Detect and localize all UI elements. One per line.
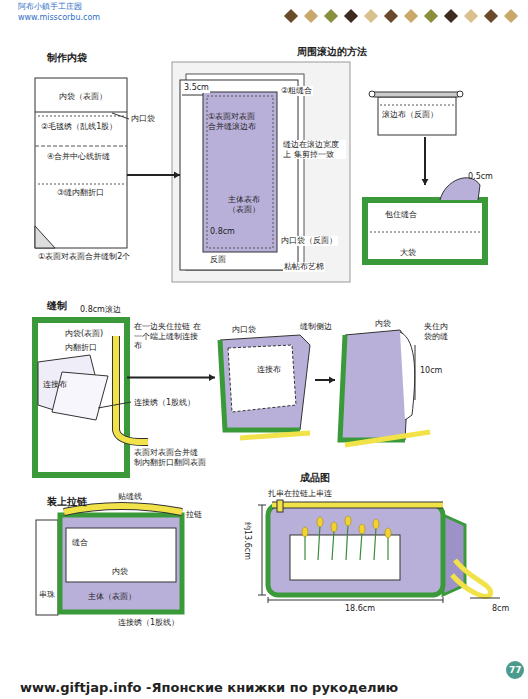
- arrow-head: [209, 374, 215, 381]
- label: 拉链: [186, 510, 202, 520]
- label: 连接绣（1股线）: [118, 618, 179, 628]
- label: 夹住内袋的缝: [424, 322, 450, 341]
- label: 周围滚边的方法: [297, 46, 367, 58]
- label: 约13.6cm: [242, 522, 252, 560]
- label: 8cm: [492, 604, 509, 614]
- part-label: ③缝内翻折口: [57, 188, 104, 198]
- part-label: ①表面对表面合并缝滚边布: [208, 112, 258, 131]
- label: 主体（表面）: [88, 592, 136, 602]
- label: 0.8cm滚边: [80, 305, 121, 315]
- part-label: 内袋(表面): [65, 329, 103, 339]
- label: 0.8cm: [210, 227, 235, 237]
- arrow-head: [329, 377, 335, 384]
- label: 18.6cm: [345, 604, 375, 614]
- part-label: 包住缝合: [385, 210, 417, 220]
- label: 装上拉链: [47, 496, 87, 508]
- label: 0.5cm: [468, 172, 493, 182]
- binding-strip: [369, 91, 463, 135]
- pocket-piece: [220, 335, 310, 438]
- illustration-part: 内袋: [335, 315, 420, 445]
- label: 缝制侧边: [300, 322, 332, 332]
- part-label: 内袋（表面）: [59, 92, 107, 102]
- label: ①表面对表面合并缝制2个: [38, 252, 130, 262]
- label: 内袋: [112, 567, 128, 577]
- label: 内口袋: [131, 114, 155, 124]
- illustration-part: ①表面对表面合并缝滚边布主体表布（表面） 反面: [180, 80, 298, 270]
- part-label: 大袋: [400, 248, 416, 258]
- part-label: 反面: [210, 255, 226, 265]
- page-badge: [506, 661, 524, 679]
- arrow-head: [174, 172, 180, 179]
- part-label: 主体表布（表面）: [228, 195, 264, 214]
- step-arrow: [127, 377, 215, 379]
- part-label: ④合并中心线折缝: [47, 152, 110, 162]
- part-label: 内口袋: [232, 325, 256, 335]
- label: 贴缝线: [118, 492, 142, 502]
- label: www.misscorbu.com: [18, 13, 100, 23]
- label: 连接绣（1股线）: [134, 398, 195, 408]
- label: 成品图: [300, 472, 330, 484]
- label: 3.5cm: [183, 83, 210, 93]
- label: 制作内袋: [47, 52, 87, 64]
- illustration-part: 内口袋连接布: [215, 320, 315, 435]
- bag-edge: [365, 178, 485, 262]
- part-label: 内翻折口: [65, 343, 97, 353]
- bag-side: [340, 330, 430, 445]
- label: 阿布小鎮手工庄园: [18, 2, 82, 12]
- label: 10cm: [420, 366, 442, 376]
- step-arrow: [127, 174, 180, 176]
- label: 缝合: [72, 538, 88, 548]
- sewing-panel: [35, 320, 148, 475]
- part-label: 内袋: [375, 319, 391, 329]
- label: 缝制: [47, 300, 67, 312]
- part-label: ②毛毯绣（乱线1股）: [41, 122, 117, 132]
- label: 在一边夹住拉链 在一个端上缝制连接布: [134, 322, 204, 351]
- illustration-part: 包住缝合大袋: [360, 185, 490, 265]
- illustration-part: 内袋(表面) 内翻折口连接布: [35, 320, 127, 475]
- step-arrow: [424, 137, 426, 185]
- label: 粘帖布艺棉: [283, 262, 325, 272]
- label: ②粗缝合: [280, 86, 313, 96]
- label: 表面对表面合并缝 制内翻折口翻回表面: [134, 448, 206, 467]
- label: 缝边在滚边宽度上 集剪掉一致: [282, 140, 346, 159]
- label: 串珠: [39, 590, 55, 600]
- part-label: 连接布: [257, 365, 281, 375]
- part-label: 连接布: [43, 380, 67, 390]
- label: 扎串在拉链上串连: [268, 489, 332, 499]
- binding-panel: [172, 62, 350, 282]
- label: www.giftjap.info -Японские книжки по рук…: [20, 680, 398, 696]
- finished-bag: [258, 500, 500, 603]
- illustration-part: 内袋（表面） ②毛毯绣（乱线1股） ④合并中心线折缝 ③缝内翻折口: [35, 78, 127, 248]
- header-ornament: [284, 9, 518, 23]
- label: 内口袋（反面）: [280, 236, 338, 246]
- arrow-head: [422, 179, 429, 185]
- zipper-panel: [36, 506, 182, 615]
- illustration-part: 滚边布（反面）: [370, 90, 460, 137]
- part-label: 滚边布（反面）: [382, 110, 438, 120]
- inner-bag-piece: [35, 78, 129, 248]
- label: 77: [509, 665, 522, 676]
